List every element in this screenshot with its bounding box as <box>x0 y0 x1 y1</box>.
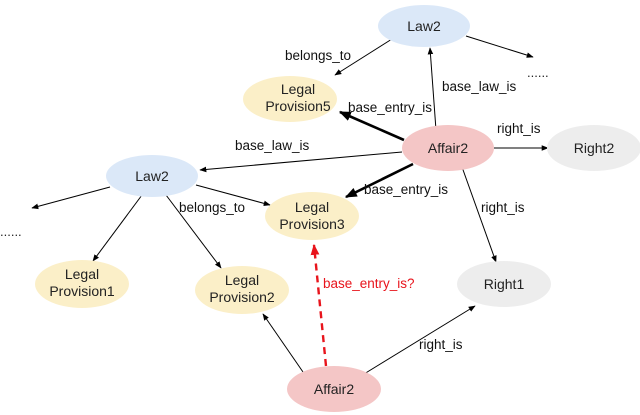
node-provision2[interactable]: Legal Provision2 <box>195 266 289 314</box>
edge-labels: belongs_to base_law_is base_entry_is rig… <box>179 48 541 352</box>
edge-label-belongs-to-left: belongs_to <box>179 200 245 215</box>
edge-law2-to-provision5 <box>334 38 393 76</box>
node-right2-label: Right2 <box>574 140 615 156</box>
node-provision5[interactable]: Legal Provision5 <box>243 76 337 122</box>
edge-label-right-is-r1: right_is <box>481 200 525 215</box>
edge-affair2-bottom-to-right1 <box>363 305 476 375</box>
edge-affair2-to-law2-top <box>427 47 437 131</box>
edge-label-belongs-to-top: belongs_to <box>285 48 351 63</box>
edge-affair2-to-provision3 <box>344 162 414 199</box>
edge-label-right-is-bottom: right_is <box>419 337 463 352</box>
edge-law2-to-unknown <box>465 35 534 58</box>
node-right1-label: Right1 <box>484 276 525 292</box>
node-affair2-mid-label: Affair2 <box>428 140 468 156</box>
edge-label-base-law-is-top: base_law_is <box>442 79 517 94</box>
edge-affair2-to-right1 <box>461 166 497 263</box>
node-provision5-line1: Legal <box>281 81 315 97</box>
node-right1[interactable]: Right1 <box>457 261 551 307</box>
edge-inferred-base-entry <box>310 243 328 367</box>
edge-law2-left-to-provision2 <box>165 194 222 269</box>
node-provision3[interactable]: Legal Provision3 <box>265 192 359 240</box>
edge-label-right-is-r2: right_is <box>497 121 541 136</box>
node-affair2-mid[interactable]: Affair2 <box>402 125 494 171</box>
node-provision2-line2: Provision2 <box>209 289 275 305</box>
node-provision5-line2: Provision5 <box>265 98 331 114</box>
node-provision3-line2: Provision3 <box>279 216 345 232</box>
node-provision1-line1: Legal <box>65 266 99 282</box>
node-provision3-line1: Legal <box>295 199 329 215</box>
node-provision1-line2: Provision1 <box>49 283 115 299</box>
edge-affair2-to-law2-left <box>199 151 403 173</box>
node-law2-top-label: Law2 <box>407 18 441 34</box>
node-law2-top[interactable]: Law2 <box>378 5 470 47</box>
node-law2-left[interactable]: Law2 <box>106 155 198 197</box>
node-provision1[interactable]: Legal Provision1 <box>35 260 129 308</box>
node-right2[interactable]: Right2 <box>547 125 640 171</box>
edge-affair2-bottom-to-provision2 <box>262 313 304 373</box>
node-affair2-bottom[interactable]: Affair2 <box>287 366 381 412</box>
node-affair2-bottom-label: Affair2 <box>314 381 354 397</box>
edge-law2-left-to-provision1 <box>92 194 143 262</box>
edge-law2-left-to-unknown <box>31 186 111 210</box>
edge-label-base-law-is-left: base_law_is <box>235 138 310 153</box>
edge-label-inferred: base_entry_is? <box>323 276 415 291</box>
ellipsis-left: ...... <box>0 224 22 239</box>
node-law2-left-label: Law2 <box>135 168 169 184</box>
edge-law2-left-to-provision3 <box>195 184 271 207</box>
edge-label-base-entry-is-p5: base_entry_is <box>348 100 432 115</box>
node-provision2-line1: Legal <box>225 272 259 288</box>
ellipsis-top: ...... <box>527 65 549 80</box>
edges <box>31 35 549 375</box>
edge-label-base-entry-is-p3: base_entry_is <box>364 182 448 197</box>
edge-affair2-to-provision5 <box>338 110 405 142</box>
